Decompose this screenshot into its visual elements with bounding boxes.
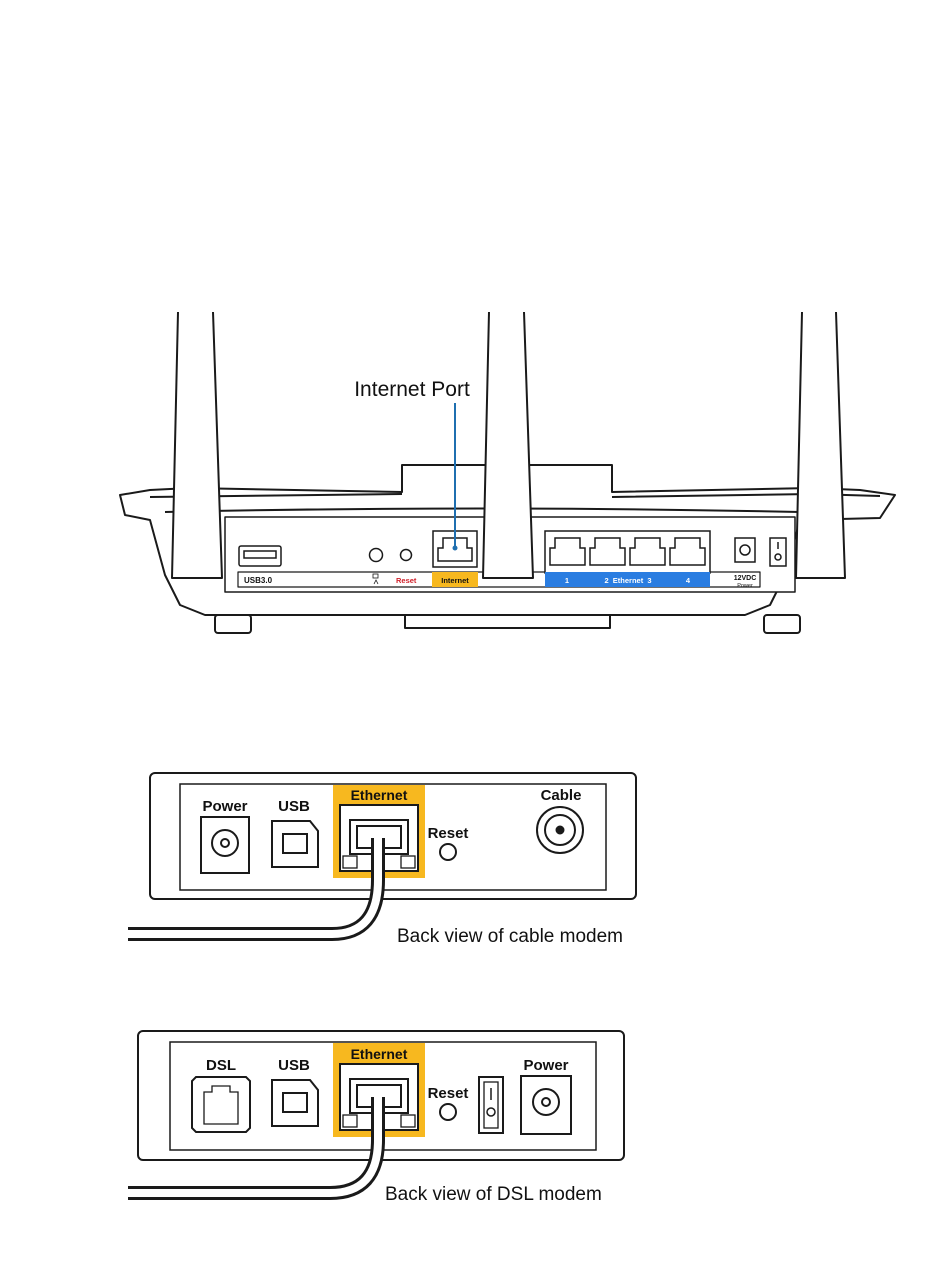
ethernet-label-1: 1	[565, 576, 569, 585]
usb3-port-inner	[244, 551, 276, 558]
internet-port-callout: Internet Port	[354, 378, 470, 401]
dsl-ethernet-latch-left	[343, 1115, 357, 1127]
dsl-ethernet-label: Ethernet	[351, 1046, 408, 1062]
cable-usb-label: USB	[278, 798, 310, 815]
antenna-left	[172, 312, 222, 578]
cable-modem-caption: Back view of cable modem	[397, 926, 623, 947]
dsl-usb-port-inner	[283, 1093, 307, 1112]
router-power-switch-dot	[775, 554, 781, 560]
power-label-top: 12VDC	[734, 575, 757, 582]
dsl-usb-label: USB	[278, 1057, 310, 1074]
ethernet-port-1-icon	[550, 538, 585, 565]
dsl-ethernet-latch-right	[401, 1115, 415, 1127]
cable-ethernet-latch-right	[401, 856, 415, 868]
dsl-port-label: DSL	[206, 1057, 236, 1074]
router-foot-left	[215, 615, 251, 633]
ethernet-label-mid: 2 Ethernet 3	[604, 576, 651, 585]
antenna-center	[483, 312, 533, 578]
internet-port-callout-dot	[453, 546, 458, 551]
usb3-label: USB3.0	[244, 576, 273, 585]
router-bottom-edge	[405, 615, 610, 628]
antenna-right	[796, 312, 845, 578]
dsl-port-socket	[204, 1086, 238, 1124]
dsl-modem-caption: Back view of DSL modem	[385, 1184, 602, 1205]
dsl-power-pin	[542, 1098, 550, 1106]
reset-label: Reset	[396, 576, 417, 585]
dsl-reset-button-icon	[440, 1104, 456, 1120]
cable-coax-pin	[557, 827, 564, 834]
dsl-power-label: Power	[523, 1057, 568, 1074]
dsl-reset-label: Reset	[428, 1085, 469, 1102]
cable-ethernet-label: Ethernet	[351, 787, 408, 803]
cable-coax-label: Cable	[541, 787, 582, 804]
internet-label: Internet	[441, 576, 469, 585]
cable-reset-button-icon	[440, 844, 456, 860]
wps-button-icon	[370, 549, 383, 562]
dsl-power-switch-dot	[487, 1108, 495, 1116]
cable-ethernet-latch-left	[343, 856, 357, 868]
ethernet-port-2-icon	[590, 538, 625, 565]
ethernet-port-4-icon	[670, 538, 705, 565]
cable-power-label: Power	[202, 798, 247, 815]
cable-power-pin	[221, 839, 229, 847]
ethernet-port-3-icon	[630, 538, 665, 565]
reset-hole-icon	[401, 550, 412, 561]
router-power-jack-pin	[740, 545, 750, 555]
power-label-bottom: Power	[737, 583, 753, 589]
cable-usb-port-inner	[283, 834, 307, 853]
router-foot-right	[764, 615, 800, 633]
cable-reset-label: Reset	[428, 825, 469, 842]
